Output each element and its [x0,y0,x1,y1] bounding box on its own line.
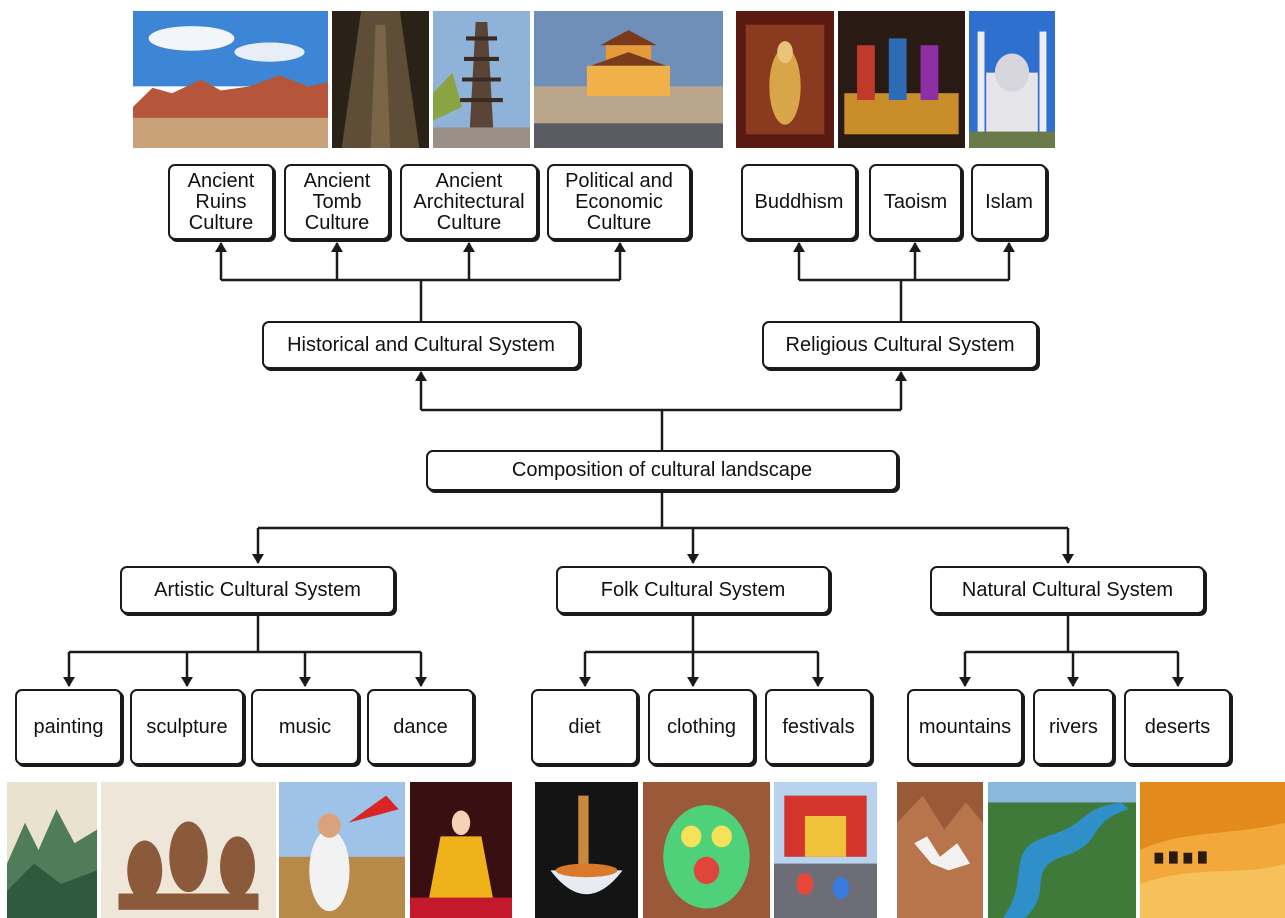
festivals-node: festivals [765,689,872,765]
pagoda-photo [433,11,530,148]
desert-photo [1140,782,1285,918]
natural-system-node: Natural Cultural System [930,566,1205,614]
ancient-architectural-node: Ancient Architectural Culture [400,164,538,240]
ruins-photo [133,11,328,148]
artistic-system-node: Artistic Cultural System [120,566,395,614]
buddhism-node: Buddhism [741,164,857,240]
landscape-painting-photo [7,782,97,918]
painting-node: painting [15,689,122,765]
mosque-photo [969,11,1055,148]
mountains-node: mountains [907,689,1023,765]
opera-dance-photo [410,782,512,918]
clothing-node: clothing [648,689,755,765]
diet-node: diet [531,689,638,765]
taoist-photo [838,11,965,148]
buddhist-temple-photo [736,11,834,148]
mountains-photo [897,782,983,918]
noodle-diet-photo [535,782,638,918]
bell-tower-photo [534,11,723,148]
tomb-photo [332,11,429,148]
dance-node: dance [367,689,474,765]
political-economic-node: Political and Economic Culture [547,164,691,240]
tiger-pillow-clothing-photo [643,782,770,918]
river-photo [988,782,1136,918]
ancient-tomb-node: Ancient Tomb Culture [284,164,390,240]
rivers-node: rivers [1033,689,1114,765]
sculpture-node: sculpture [130,689,244,765]
folk-system-node: Folk Cultural System [556,566,830,614]
clay-sculpture-photo [101,782,276,918]
deserts-node: deserts [1124,689,1231,765]
ancient-ruins-node: Ancient Ruins Culture [168,164,274,240]
islam-node: Islam [971,164,1047,240]
music-node: music [251,689,359,765]
suona-music-photo [279,782,405,918]
taoism-node: Taoism [869,164,962,240]
root-node: Composition of cultural landscape [426,450,898,491]
religious-system-node: Religious Cultural System [762,321,1038,369]
festival-photo [774,782,877,918]
historical-system-node: Historical and Cultural System [262,321,580,369]
